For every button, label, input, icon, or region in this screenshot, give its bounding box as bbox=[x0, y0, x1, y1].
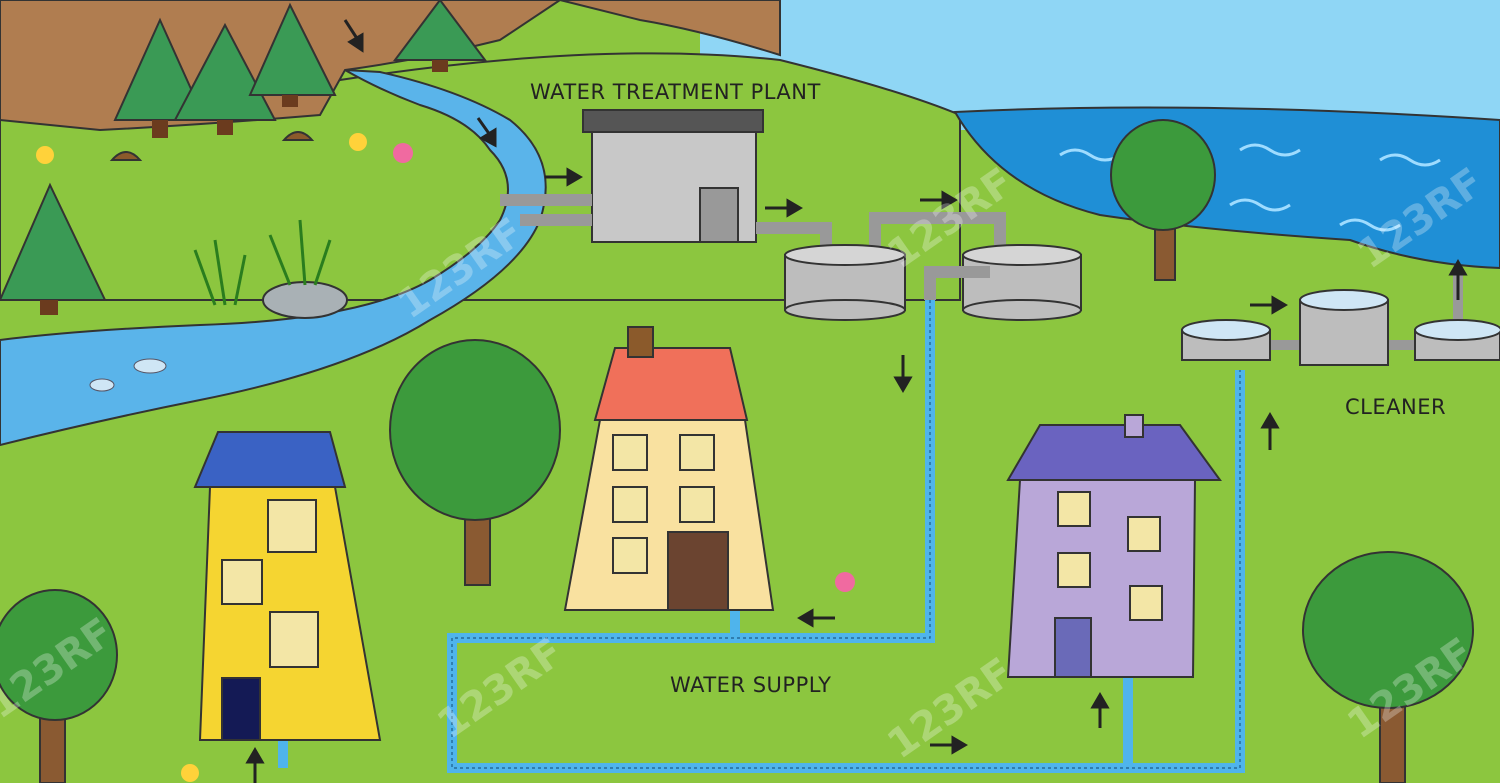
arrow-down-icon bbox=[893, 376, 913, 393]
house-purple bbox=[1006, 414, 1222, 678]
water-treatment-plant bbox=[500, 109, 1006, 248]
fish-icon bbox=[133, 358, 167, 374]
mushrooms bbox=[109, 131, 315, 161]
arrow-right-icon bbox=[786, 198, 803, 218]
house-yellow bbox=[193, 431, 382, 741]
arrow-up-icon bbox=[1260, 412, 1280, 429]
arrow-right-icon bbox=[941, 190, 958, 210]
cleaner-plant bbox=[1181, 270, 1500, 366]
rock bbox=[262, 281, 348, 319]
fish-icon bbox=[89, 378, 115, 392]
reeds bbox=[193, 219, 332, 306]
pine-trees bbox=[0, 0, 487, 315]
flow-arrows bbox=[245, 19, 1468, 783]
settling-tanks bbox=[784, 244, 1082, 321]
trees bbox=[0, 119, 1474, 783]
label-water-treatment-plant: WATER TREATMENT PLANT bbox=[530, 80, 821, 104]
arrow-right-icon bbox=[951, 735, 968, 755]
flowers bbox=[36, 133, 855, 782]
label-cleaner: CLEANER bbox=[1345, 395, 1446, 419]
arrow-right-icon bbox=[1271, 295, 1288, 315]
lake bbox=[953, 106, 1500, 270]
arrow-up-icon bbox=[1448, 259, 1468, 276]
lake-waves bbox=[1059, 143, 1441, 232]
arrow-down-icon bbox=[478, 127, 497, 148]
label-water-supply: WATER SUPPLY bbox=[670, 673, 831, 697]
arrow-left-icon bbox=[797, 608, 814, 628]
arrow-up-icon bbox=[245, 747, 265, 764]
arrow-right-icon bbox=[566, 167, 583, 187]
arrow-up-icon bbox=[1090, 692, 1110, 709]
water-supply-pipes bbox=[278, 300, 1245, 773]
house-cream bbox=[563, 326, 775, 611]
arrow-down-icon bbox=[347, 32, 364, 53]
